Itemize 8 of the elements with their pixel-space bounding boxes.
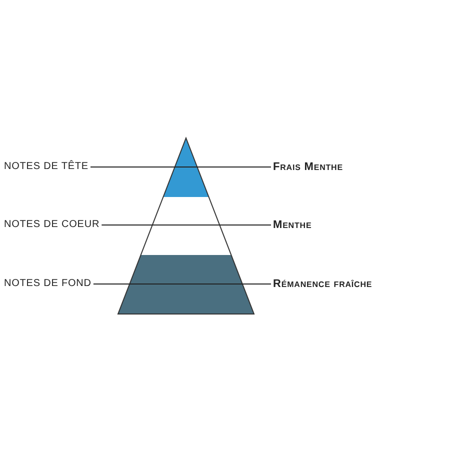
note-description: Rémanence fraîche: [273, 278, 372, 290]
note-category-label: NOTES DE FOND: [4, 278, 92, 290]
note-category-label: NOTES DE COEUR: [4, 219, 100, 231]
note-description: Menthe: [273, 219, 312, 231]
leader-line: [101, 224, 272, 226]
note-category-label: NOTES DE TÊTE: [4, 161, 88, 173]
note-description: Frais Menthe: [273, 161, 343, 173]
leader-line: [90, 166, 272, 168]
